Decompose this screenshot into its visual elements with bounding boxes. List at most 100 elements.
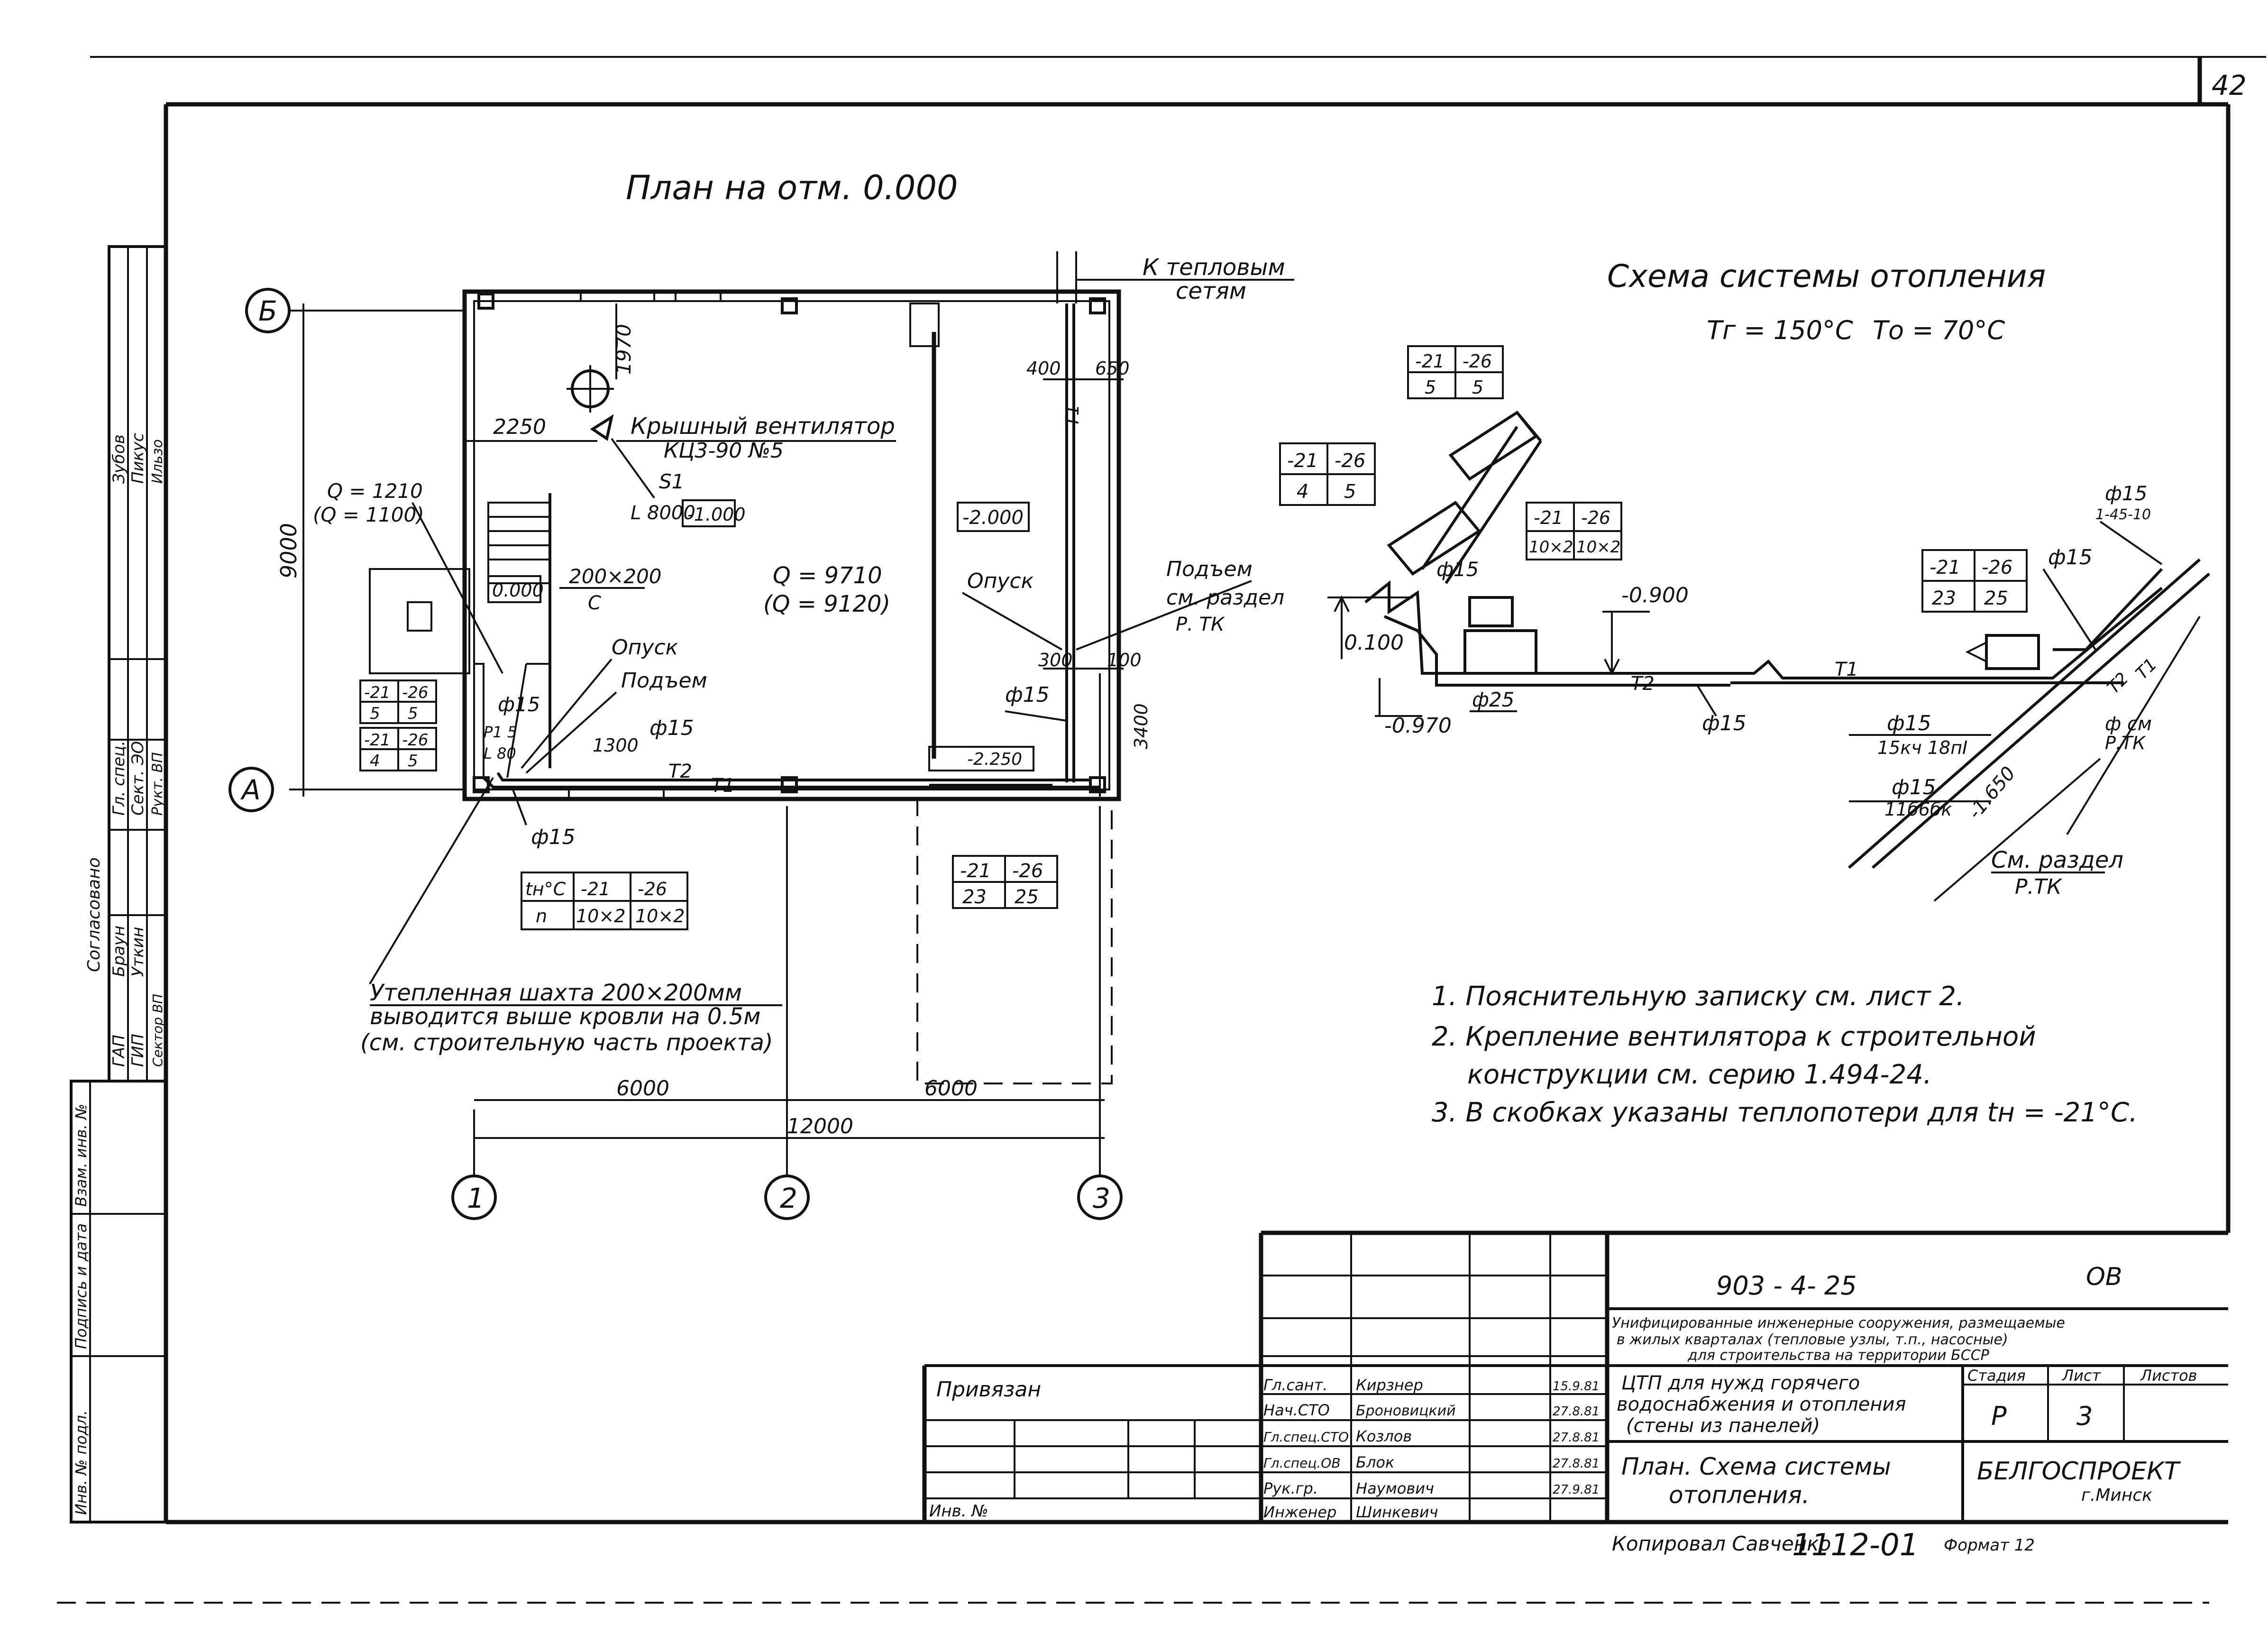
axis-2: 2 [780,1182,797,1214]
leader-see-diag [2066,615,2201,835]
title-stage: Р [1991,1401,2007,1431]
tn-table [521,872,688,930]
scheme-table-2-r1c2: -26 [1335,450,1365,472]
left-stamp-ilzo: Ильзо [149,439,166,484]
title-inv-no: Инв. № [929,1502,988,1521]
plan-table-1-r2c1: 5 [370,704,380,723]
dimension-lines [302,303,1124,1139]
to-heat-networks-1: К тепловым [1143,254,1285,281]
plan-table-3-r1c2: -26 [1012,860,1043,882]
left-stamp-sector: Сектор ВП [150,994,165,1067]
title-date-2: 27.8.81 [1553,1404,1600,1419]
title-desc-2: в жилых кварталах (тепловые узлы, т.п., … [1617,1331,2008,1348]
scheme-phi15-4: ф15 [1892,775,1936,799]
title-role-2: Нач.СТО [1263,1401,1330,1419]
future-annex [916,798,1113,1084]
title-role-4: Гл.спец.ОВ [1263,1455,1341,1471]
level-0000: 0.000 [492,580,544,601]
left-stamp-rukt: Рукт. ВП [149,752,166,816]
axis-bubble-2 [764,1175,810,1220]
plan-p1: Р1 5 [484,723,517,741]
left-stamp-gap: ГАП [110,1035,128,1067]
title-org: БЕЛГОСПРОЕКТ [1977,1457,2181,1486]
shaft-note-2: выводится выше кровли на 0.5м [370,1003,760,1030]
scheme-pipe-2: 11б6бк [1884,799,1952,820]
tn-table-c1: -21 [581,879,610,899]
plan-table-1-r1c1: -21 [364,683,391,702]
level-m2000: -2.000 [962,507,1024,529]
title-name-1: Кирзнер [1356,1376,1423,1394]
scheme-see-1: См. раздел [1991,847,2123,873]
left-stamp-replaces: Взам. инв. № [72,1104,90,1207]
leader-phi15-2 [1696,684,1717,717]
heat-q1100: (Q = 1100) [313,503,424,526]
scheme-level-m0900: -0.900 [1621,583,1689,607]
title-desc-1: Унифицированные инженерные сооружения, р… [1612,1315,2065,1331]
title-role-5: Рук.гр. [1263,1479,1318,1497]
scheme-table-4-r1c1: -21 [1930,557,1960,578]
axis-bubble-3 [1077,1175,1123,1220]
scheme-tg: Тг = 150°С [1707,315,1853,345]
note-2: 2. Крепление вентилятора к строительной [1432,1021,2036,1052]
scheme-phi15-2: ф15 [1702,711,1747,735]
plan-title: План на отм. 0.000 [626,168,958,207]
title-mark: ОВ [2086,1263,2122,1291]
leader-opusk-left [521,658,613,769]
plan-table-1 [359,679,437,724]
axis-bubble-1 [451,1175,497,1220]
scheme-table-3-r1c2: -26 [1581,507,1610,528]
axis-1: 1 [467,1182,485,1214]
leader-podyem-left [525,691,617,774]
scheme-table-3 [1526,502,1622,560]
title-city: г.Минск [2081,1486,2152,1505]
sheet-number: 42 [2212,69,2247,101]
tn-table-row: n [536,906,547,927]
title-obj-2: водоснабжения и отопления [1617,1394,1906,1415]
plan-table-3 [952,855,1058,909]
title-role-6: Инженер [1263,1503,1336,1521]
title-code: 903 - 4- 25 [1716,1271,1857,1301]
plan-table-3-r2c1: 23 [962,886,987,908]
plan-table-2 [359,727,437,771]
level-box-m1000 [682,499,736,527]
plan-table-3-r1c1: -21 [960,860,991,882]
scheme-t2: Т2 [1631,673,1655,695]
plan-table-1-r2c2: 5 [408,704,418,723]
title-date-1: 15.9.81 [1553,1379,1600,1394]
scheme-see-2: Р.ТК [2015,875,2062,899]
scheme-t2-riser: Т2 [2103,669,2132,698]
scheme-table-4 [1921,549,2028,613]
scheme-phi15-top-sub: 1-45-10 [2095,506,2151,523]
opusk-right: Опуск [967,569,1034,593]
left-stamp-inv-no: Инв. № подл. [72,1410,90,1515]
scheme-table-4-r2c1: 23 [1932,587,1956,609]
scheme-title: Схема системы отопления [1607,258,2046,294]
left-stamp-sign-date: Подпись и дата [72,1223,90,1349]
building-outline [369,289,1121,801]
scheme-phi15-1: ф15 [1436,558,1479,581]
dim-650: 650 [1095,358,1130,379]
duct-c: С [588,592,601,614]
scheme-table-3-r2c2: 10×2 [1576,538,1620,557]
scheme-rtk: Р.ТК [2105,733,2146,753]
leader-phi15-d [511,787,527,826]
scheme-table-2-r2c1: 4 [1297,481,1308,503]
left-stamp-utkin: Уткин [128,927,147,977]
fan-symbol [567,365,614,441]
podyem-right-3: Р. ТК [1176,614,1225,635]
note-2-cont: конструкции см. серию 1.494-24. [1467,1059,1932,1090]
scheme-table-1-r2c2: 5 [1472,377,1483,398]
podyem-left: Подъем [621,669,707,693]
plan-table-3-r2c2: 25 [1015,886,1039,908]
title-date-5: 27.9.81 [1553,1483,1600,1497]
scheme-phi15-top: ф15 [2105,482,2147,505]
dim-9000: 9000 [276,523,302,578]
scheme-table-2 [1279,442,1376,506]
scheme-table-4-r2c2: 25 [1984,587,2008,609]
title-sheet: 3 [2076,1401,2093,1431]
leader-shaft-diag [369,777,494,985]
title-stage-header: Стадия [1967,1367,2026,1385]
scheme-t1-riser: Т1 [2132,655,2161,684]
duct-200: 200×200 [569,565,662,588]
title-sheet-header: Лист [2062,1367,2101,1385]
